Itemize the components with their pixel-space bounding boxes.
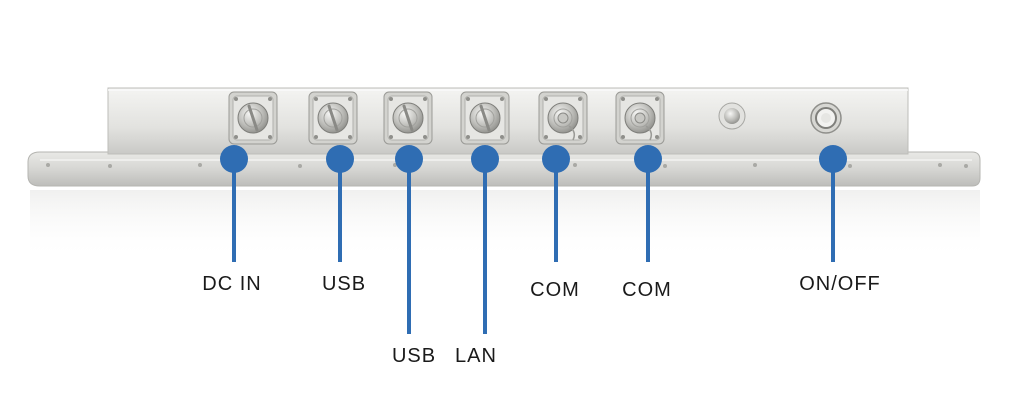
callout-lan — [471, 145, 499, 334]
screw-dot — [46, 163, 50, 167]
panel-reflection — [30, 190, 980, 260]
power-button-icon — [810, 102, 842, 134]
square-connector-icon — [538, 91, 588, 145]
callout-com-2 — [634, 145, 662, 262]
label-usb-1: USB — [321, 273, 367, 295]
label-usb-2: USB — [391, 345, 437, 367]
circular-connector-icon — [460, 91, 510, 145]
callout-dc-in — [220, 145, 248, 262]
label-com-2: COM — [622, 279, 672, 301]
screw-dot — [198, 163, 202, 167]
connector-row — [228, 91, 842, 145]
square-connector-icon — [615, 91, 665, 145]
screw-dot — [938, 163, 942, 167]
circular-connector-icon — [228, 91, 278, 145]
screw-dot — [848, 164, 852, 168]
label-dc-in: DC IN — [202, 273, 262, 295]
screw-dot — [663, 164, 667, 168]
screw-dot — [108, 164, 112, 168]
callout-usb-2 — [395, 145, 423, 334]
callout-on-off — [819, 145, 847, 262]
label-com-1: COM — [530, 279, 580, 301]
callout-usb-1 — [326, 145, 354, 262]
screw-dot — [298, 164, 302, 168]
callout-lines — [220, 145, 847, 334]
callout-com-1 — [542, 145, 570, 262]
screw-dot — [573, 163, 577, 167]
label-lan: LAN — [455, 345, 497, 367]
screw-dot — [753, 163, 757, 167]
screw-dot — [964, 164, 968, 168]
circular-connector-icon — [308, 91, 358, 145]
led-indicator-icon — [718, 102, 746, 130]
circular-connector-icon — [383, 91, 433, 145]
label-on-off: ON/OFF — [799, 273, 881, 295]
